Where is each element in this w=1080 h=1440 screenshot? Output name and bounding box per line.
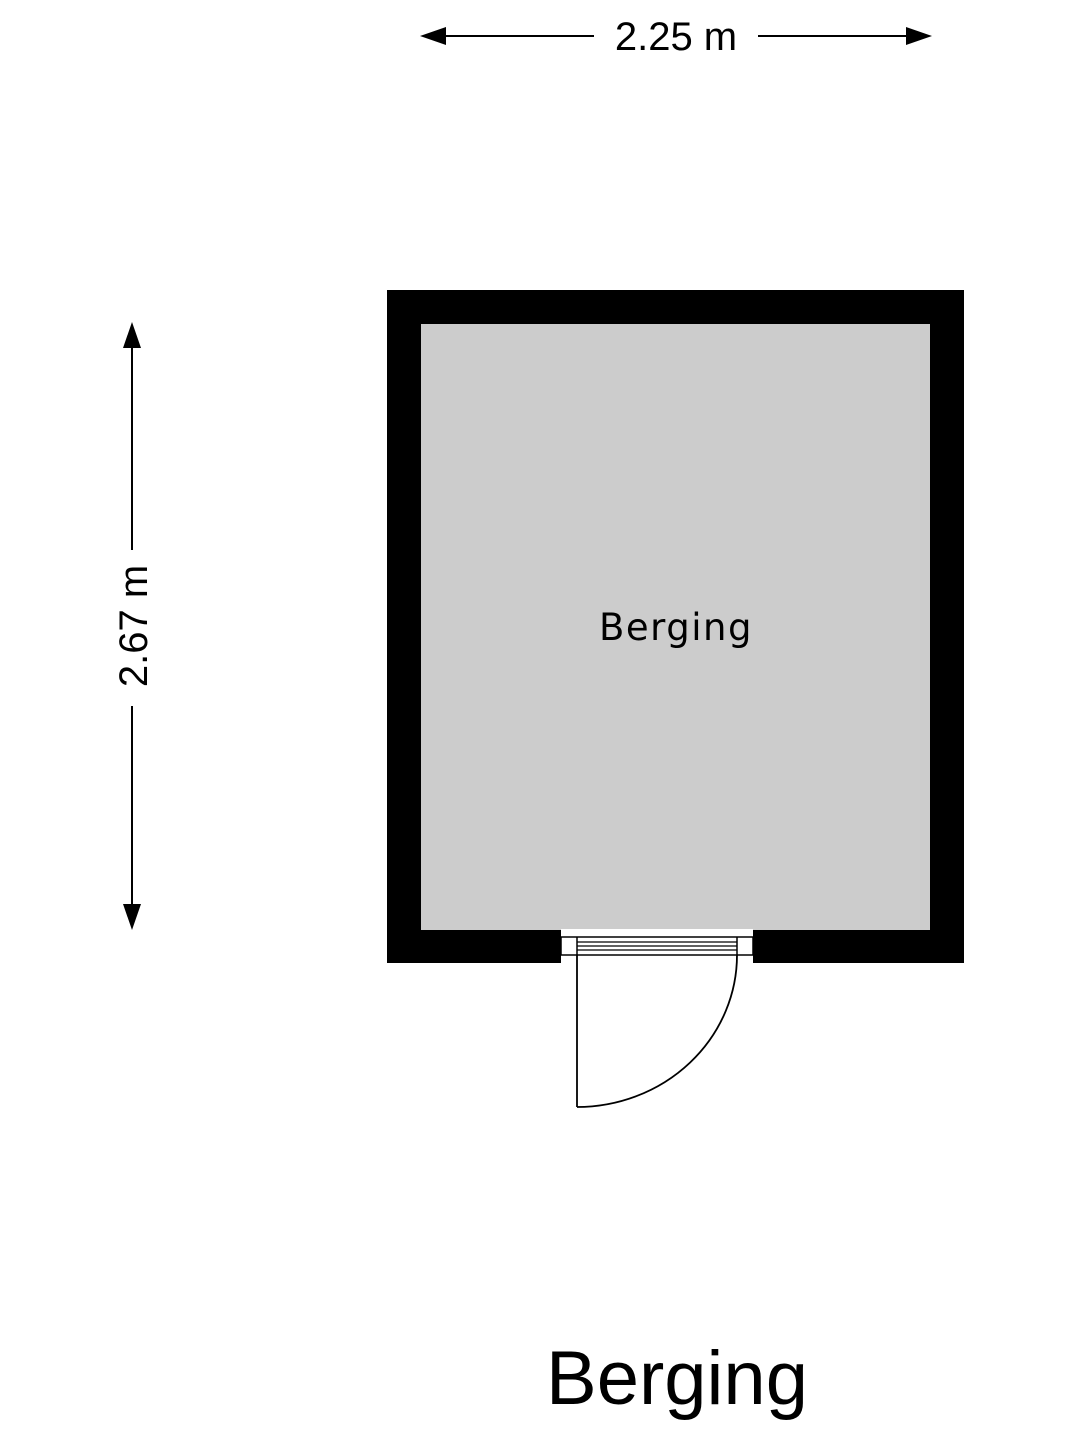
room-floor bbox=[421, 324, 930, 930]
width-dimension: 2.25 m bbox=[420, 15, 932, 59]
arrow-up-icon bbox=[123, 322, 141, 348]
door-swing bbox=[576, 954, 738, 1108]
door-threshold bbox=[560, 936, 754, 956]
arrow-left-icon bbox=[420, 27, 446, 45]
arrow-right-icon bbox=[906, 27, 932, 45]
room-label: Berging bbox=[599, 606, 753, 649]
plan-title: Berging bbox=[546, 1336, 808, 1421]
width-dimension-label: 2.25 m bbox=[615, 15, 737, 59]
height-dimension-label: 2.67 m bbox=[112, 565, 156, 687]
height-dimension: 2.67 m bbox=[112, 322, 156, 930]
door-swing-arc bbox=[576, 954, 738, 1108]
arrow-down-icon bbox=[123, 904, 141, 930]
